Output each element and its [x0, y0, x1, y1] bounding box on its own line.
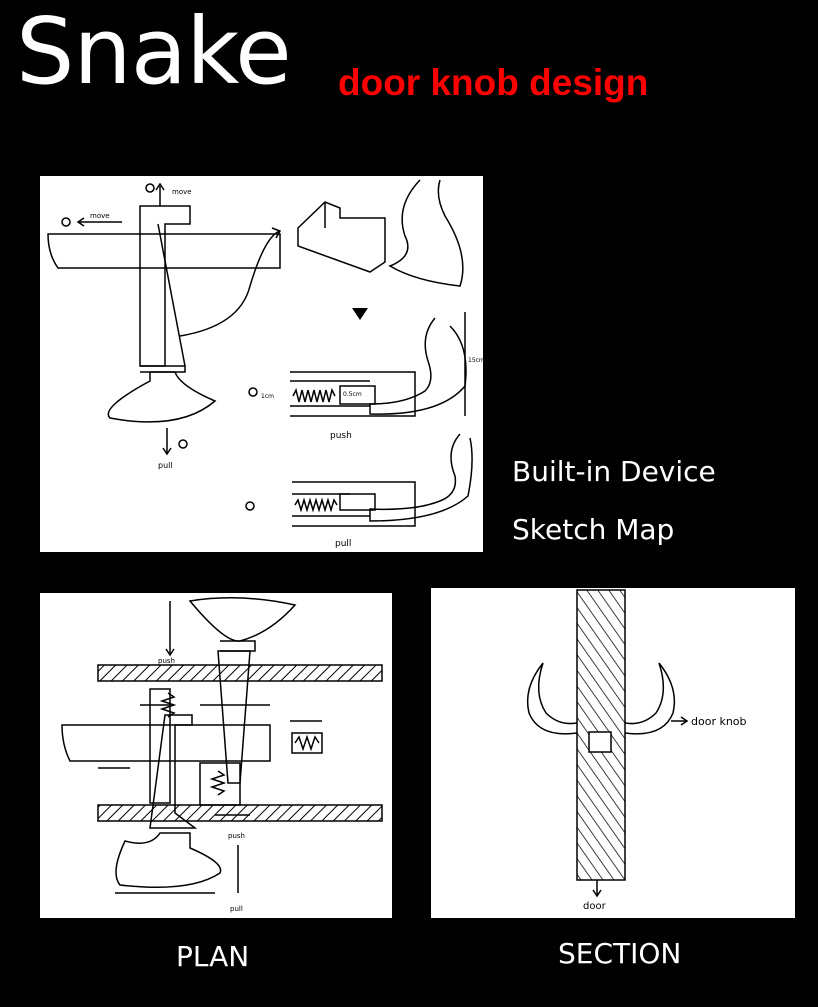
- plan-drawing: push push pull: [61, 597, 383, 913]
- pull-label: pull: [158, 461, 173, 470]
- sketch-map-drawing: move move pull push pull 1cm 0.5cm 15cm: [47, 179, 483, 549]
- pull-label-2: pull: [335, 539, 351, 549]
- page-title: Snake: [16, 0, 292, 105]
- sketch-map-panel: move move pull push pull 1cm 0.5cm 15cm: [40, 176, 483, 552]
- plan-panel: push push pull: [40, 593, 392, 918]
- plan-pull-label: pull: [230, 905, 243, 913]
- section-caption: SECTION: [558, 937, 682, 970]
- plan-caption: PLAN: [176, 940, 250, 973]
- section-drawing: door knob door: [526, 589, 747, 912]
- page-subtitle: door knob design: [338, 62, 649, 103]
- move-left-label: move: [90, 212, 110, 220]
- plan-push-label: push: [158, 657, 175, 665]
- device-caption-line-1: Built-in Device: [512, 455, 716, 488]
- door-knob-label: door knob: [691, 715, 747, 728]
- plan-push-label-2: push: [228, 832, 245, 840]
- section-panel: door knob door: [431, 588, 795, 918]
- device-caption-line-2: Sketch Map: [512, 513, 675, 546]
- dim-gap-label: 0.5cm: [343, 391, 362, 398]
- dim-right-label: 15cm: [468, 357, 483, 364]
- dim-left-label: 1cm: [261, 393, 274, 400]
- push-label: push: [330, 431, 352, 441]
- door-label: door: [583, 901, 607, 912]
- move-up-label: move: [172, 188, 192, 196]
